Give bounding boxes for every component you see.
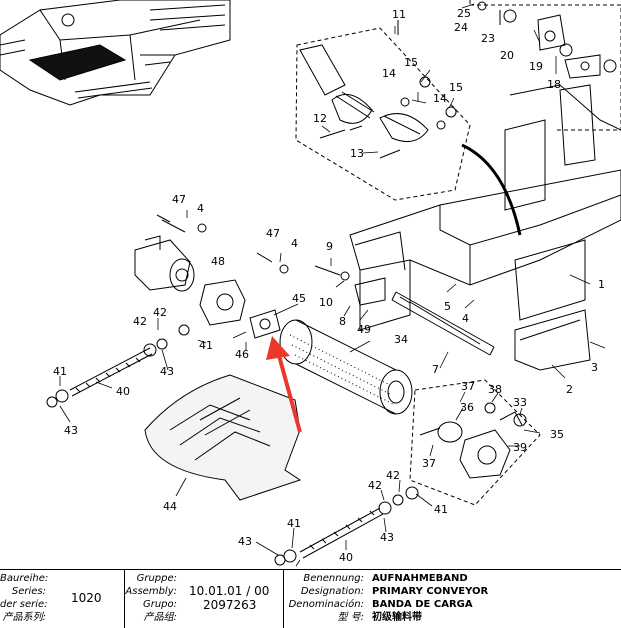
callout-4: 4: [462, 312, 469, 325]
conveyor-belt: [144, 374, 302, 501]
bracket-assembly: [469, 0, 621, 131]
hydraulic-motor: [134, 214, 386, 339]
group-value: 2097263: [203, 598, 257, 612]
series-value: 1020: [71, 591, 102, 605]
group-label-de: Gruppe:: [136, 573, 177, 584]
callout-4: 4: [291, 237, 298, 250]
designation-label-es: Denominación:: [288, 599, 364, 610]
group-label-zh: 产品组:: [143, 612, 177, 623]
callout-1: 1: [598, 278, 605, 291]
callout-40: 40: [339, 551, 353, 564]
callout-18: 18: [547, 78, 561, 91]
callout-45: 45: [292, 292, 306, 305]
designation-value-es: BANDA DE CARGA: [372, 599, 473, 610]
red-pointer-arrow: [266, 336, 302, 433]
callout-15: 15: [449, 81, 463, 94]
callout-37: 37: [461, 380, 475, 393]
series-label-en: Series:: [11, 586, 46, 597]
exploded-view-drawing: 1125242320191815141514121347447494810849…: [0, 0, 621, 567]
callout-11: 11: [392, 8, 406, 21]
callout-43: 43: [380, 531, 394, 544]
callout-42: 42: [133, 315, 147, 328]
callout-12: 12: [313, 112, 327, 125]
designation-label-en: Designation:: [300, 586, 364, 597]
callout-23: 23: [481, 32, 495, 45]
designation-value-zh: 初级输料带: [372, 612, 422, 623]
drive-shaft: [391, 291, 495, 356]
callout-42: 42: [368, 479, 382, 492]
callout-43: 43: [238, 535, 252, 548]
callout-38: 38: [488, 383, 502, 396]
designation-cell: Benennung: Designation: Denominación: 型 …: [284, 570, 621, 628]
callout-13: 13: [350, 147, 364, 160]
group-label-es: Grupo:: [142, 599, 177, 610]
callout-2: 2: [566, 383, 573, 396]
main-frame: [349, 84, 621, 371]
callout-49: 49: [357, 323, 371, 336]
assembly-label: Assembly:: [125, 586, 177, 597]
callout-25: 25: [457, 7, 471, 20]
callout-7: 7: [432, 363, 439, 376]
callout-24: 24: [454, 21, 468, 34]
series-label-zh: 产品系列:: [2, 612, 46, 623]
callout-47: 47: [172, 193, 186, 206]
callout-39: 39: [513, 441, 527, 454]
conveyor-drum: [279, 319, 413, 415]
machine-overview-illustration: [0, 0, 231, 106]
callout-46: 46: [235, 348, 249, 361]
leader-lines: [59, 3, 606, 567]
callout-35: 35: [550, 428, 564, 441]
assembly-value: 10.01.01 / 00: [189, 584, 270, 598]
callout-34: 34: [394, 333, 408, 346]
bearing-housing-assembly: [409, 379, 541, 506]
callout-44: 44: [163, 500, 177, 513]
tension-rod-lower: [274, 486, 419, 566]
title-block-separator: [124, 570, 125, 628]
callout-37: 37: [422, 457, 436, 470]
callout-19: 19: [529, 60, 543, 73]
designation-value-de: AUFNAHMEBAND: [372, 573, 468, 584]
callout-41: 41: [199, 339, 213, 352]
callout-42: 42: [153, 306, 167, 319]
callout-33: 33: [513, 396, 527, 409]
series-label-de: Baureihe:: [0, 573, 49, 584]
callout-48: 48: [211, 255, 225, 268]
tension-rod-upper: [46, 324, 190, 408]
idler-inset-group: [295, 10, 501, 201]
series-label-es: der serie:: [0, 599, 48, 610]
callout-14: 14: [433, 92, 447, 105]
callout-8: 8: [339, 315, 346, 328]
callout-43: 43: [160, 365, 174, 378]
callout-20: 20: [500, 49, 514, 62]
callout-14: 14: [382, 67, 396, 80]
callout-36: 36: [460, 401, 474, 414]
title-block-separator: [283, 570, 284, 628]
callout-41: 41: [53, 365, 67, 378]
designation-label-de: Benennung:: [303, 573, 364, 584]
callout-42: 42: [386, 469, 400, 482]
callout-3: 3: [591, 361, 598, 374]
callout-10: 10: [319, 296, 333, 309]
title-block: Baureihe: Series: der serie: 产品系列: 1020 …: [0, 569, 621, 628]
callout-41: 41: [434, 503, 448, 516]
callout-47: 47: [266, 227, 280, 240]
callout-5: 5: [444, 300, 451, 313]
designation-label-zh: 型 号:: [337, 612, 364, 623]
callout-4: 4: [197, 202, 204, 215]
callout-41: 41: [287, 517, 301, 530]
group-cell: Gruppe: Assembly: Grupo: 产品组: 10.01.01 /…: [125, 570, 283, 628]
callout-9: 9: [326, 240, 333, 253]
designation-value-en: PRIMARY CONVEYOR: [372, 586, 489, 597]
series-cell: Baureihe: Series: der serie: 产品系列: 1020: [0, 570, 124, 628]
callout-40: 40: [116, 385, 130, 398]
callout-15: 15: [404, 56, 418, 69]
callout-43: 43: [64, 424, 78, 437]
